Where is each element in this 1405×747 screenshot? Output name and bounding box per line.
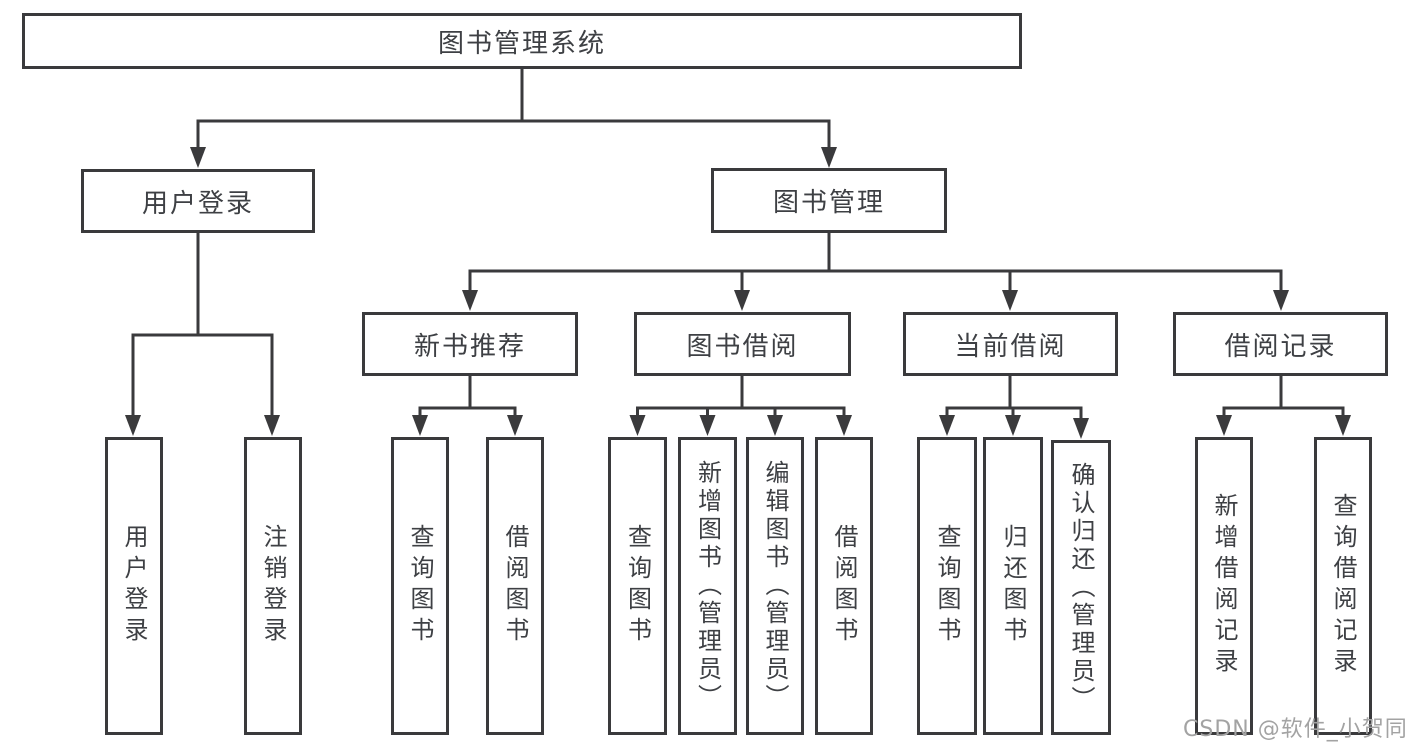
connector-borrow-records-to-leaves [1216,375,1351,436]
leaf-nbr-borrow-books: 借阅图书 [486,437,544,735]
leaf-br-query-record: 查询借阅记录 [1314,437,1372,735]
leaf-bb-add-book-admin: 新增图书（管理员） [678,437,737,735]
connector-book-borrow-to-leaves [629,375,852,436]
node-label: 用户登录 [141,188,254,219]
node-label: 新书推荐 [413,331,526,362]
node-label: 确认归还（管理员） [1067,461,1095,714]
node-label: 查询图书 [933,524,961,648]
leaf-logout: 注销登录 [244,437,302,735]
leaf-cb-query-books: 查询图书 [917,437,977,735]
connector-book-management-to-level3 [462,231,1289,311]
node-root: 图书管理系统 [22,13,1022,69]
leaf-cb-return-books: 归还图书 [983,437,1043,735]
node-label: 借阅图书 [501,524,529,648]
node-label: 图书管理系统 [437,28,606,59]
node-label: 查询借阅记录 [1329,493,1357,679]
node-book-borrow: 图书借阅 [634,312,851,376]
leaf-bb-query-books: 查询图书 [608,437,667,735]
node-label: 新增借阅记录 [1210,493,1238,679]
node-borrow-records: 借阅记录 [1173,312,1388,376]
node-label: 编辑图书（管理员） [761,460,789,712]
connector-current-borrow-to-leaves [939,375,1089,439]
node-label: 当前借阅 [954,331,1067,362]
node-label: 查询图书 [623,524,652,648]
node-label: 注销登录 [259,524,287,648]
node-label: 查询图书 [406,524,434,648]
node-user-login: 用户登录 [81,169,315,233]
connector-root-to-level2 [190,68,837,168]
node-label: 借阅记录 [1224,331,1337,362]
leaf-br-add-record: 新增借阅记录 [1195,437,1253,735]
node-book-management: 图书管理 [711,168,947,233]
connector-user-login-to-leaves [125,231,280,436]
node-label: 归还图书 [999,524,1027,648]
node-label: 新增图书（管理员） [693,460,722,712]
leaf-nbr-query-books: 查询图书 [391,437,449,735]
node-label: 图书管理 [772,188,885,218]
leaf-bb-edit-book-admin: 编辑图书（管理员） [746,437,804,735]
leaf-cb-confirm-return-admin: 确认归还（管理员） [1051,440,1111,735]
node-new-book-recommend: 新书推荐 [362,312,578,376]
node-label: 用户登录 [120,524,148,648]
leaf-user-login: 用户登录 [105,437,163,735]
node-label: 借阅图书 [830,524,858,648]
leaf-bb-borrow-books: 借阅图书 [815,437,873,735]
csdn-watermark: CSDN @软件_小贺同学 [1183,717,1405,742]
node-current-borrow: 当前借阅 [903,312,1118,376]
node-label: 图书借阅 [686,331,799,362]
connector-new-book-recommend-to-leaves [412,375,523,436]
